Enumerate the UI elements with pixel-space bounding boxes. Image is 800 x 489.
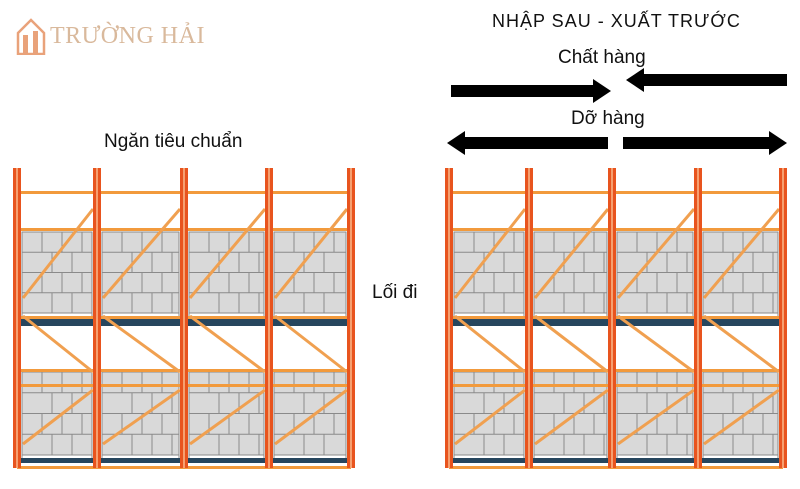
standard-bay-label: Ngăn tiêu chuẩn (104, 131, 243, 152)
rack-brace (188, 208, 267, 299)
lifo-rack (445, 168, 787, 469)
rack-brace (21, 208, 95, 299)
rack-brace (534, 314, 609, 374)
rack-brace (617, 314, 695, 374)
rack-brace (454, 388, 526, 446)
rack-brace (102, 388, 181, 446)
rack-brace (533, 208, 610, 299)
rack-brace (616, 208, 696, 299)
unload-arrow-left (447, 131, 608, 155)
rack-brace (617, 388, 695, 446)
diagram-title: NHẬP SAU - XUẤT TRƯỚC (492, 11, 741, 31)
rack-brace (274, 314, 348, 374)
logo-text: TRƯỜNG HẢI (50, 22, 205, 49)
rack-brace (189, 314, 266, 374)
company-logo: TRƯỜNG HẢI (16, 14, 205, 58)
house-logo-icon (16, 18, 46, 55)
load-arrow-right (451, 79, 611, 103)
rack-brace (453, 208, 527, 299)
rack-brace (274, 388, 348, 446)
rack-brace (454, 314, 526, 374)
rack-brace (101, 208, 182, 299)
standard-rack (13, 168, 355, 469)
rack-brace (102, 314, 181, 374)
unload-arrow-right (623, 131, 787, 155)
rack-brace (189, 388, 266, 446)
loading-label: Chất hàng (558, 47, 646, 68)
rack-brace (703, 388, 780, 446)
unloading-label: Dỡ hàng (571, 108, 645, 129)
load-arrow-left (626, 68, 787, 92)
aisle-label: Lối đi (372, 282, 418, 303)
rack-brace (702, 208, 781, 299)
rack-brace (273, 208, 349, 299)
rack-brace (22, 388, 94, 446)
rack-brace (22, 314, 94, 374)
rack-brace (534, 388, 609, 446)
rack-brace (703, 314, 780, 374)
